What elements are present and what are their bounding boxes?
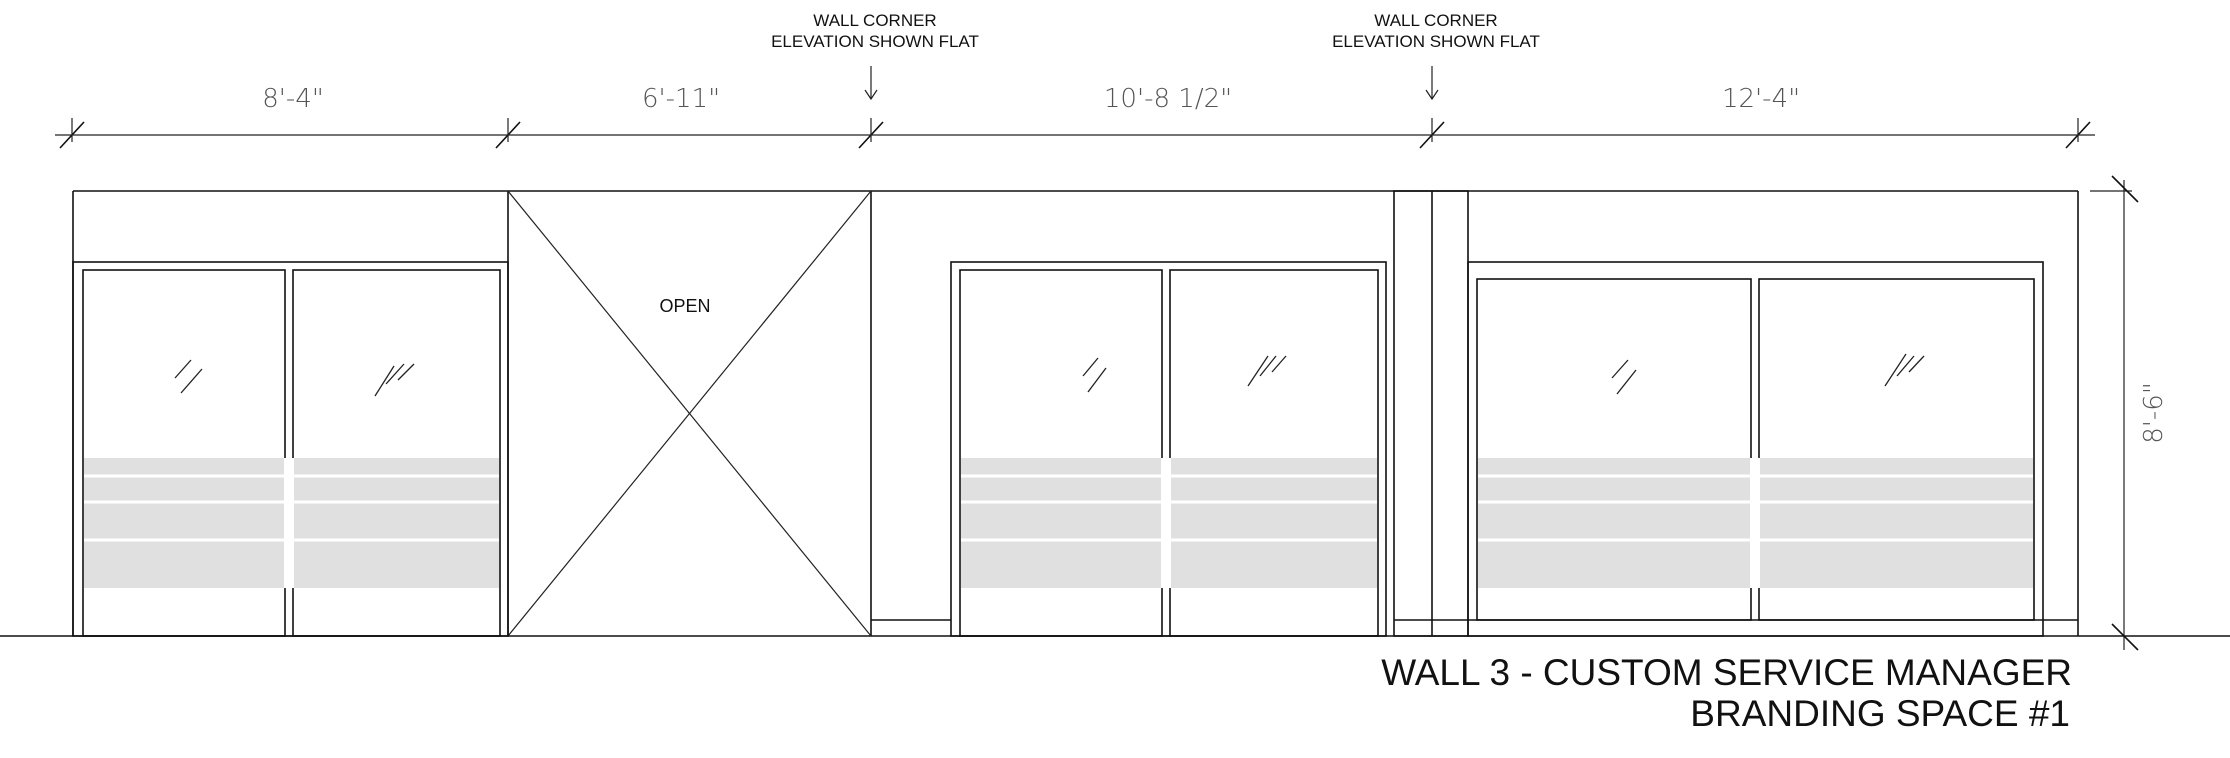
drawing-title: WALL 3 - CUSTOM SERVICE MANAGER BRANDING… [1381,652,2072,734]
cabinet-group-1 [72,261,509,637]
wall-corner-note-2: WALL CORNER ELEVATION SHOWN FLAT [1332,11,1540,101]
horizontal-dimension-string: 8'-4" 6'-11" 10'-8 1/2" 12'-4" [55,84,2095,149]
wall-corner-note-line1: WALL CORNER [1374,11,1497,30]
glass-glare-icon [1884,353,1925,387]
vertical-dimension: 8'-6" [2090,175,2169,651]
cabinet-group-2 [871,261,1387,637]
title-line-2: BRANDING SPACE #1 [1690,693,2070,734]
glass-glare-icon [374,363,415,397]
corner-column [1393,190,1469,637]
title-line-1: WALL 3 - CUSTOM SERVICE MANAGER [1381,652,2072,693]
dimension-label-2: 6'-11" [642,84,720,114]
wall-corner-note-line2: ELEVATION SHOWN FLAT [1332,32,1540,51]
open-label: OPEN [659,296,710,316]
dimension-label-4: 12'-4" [1722,84,1800,114]
cabinet-group-3 [1467,261,2078,637]
wall-corner-note-line1: WALL CORNER [813,11,936,30]
glass-glare-icon [1082,357,1107,393]
glass-glare-icon [174,359,203,394]
wall-corner-note-line2: ELEVATION SHOWN FLAT [771,32,979,51]
open-area: OPEN [507,190,872,637]
dimension-label-1: 8'-4" [262,84,324,114]
height-dimension-label: 8'-6" [2139,382,2169,444]
glass-glare-icon [1247,355,1287,387]
dimension-label-3: 10'-8 1/2" [1104,84,1232,114]
wall-corner-note-1: WALL CORNER ELEVATION SHOWN FLAT [771,11,979,101]
glass-glare-icon [1611,359,1637,395]
